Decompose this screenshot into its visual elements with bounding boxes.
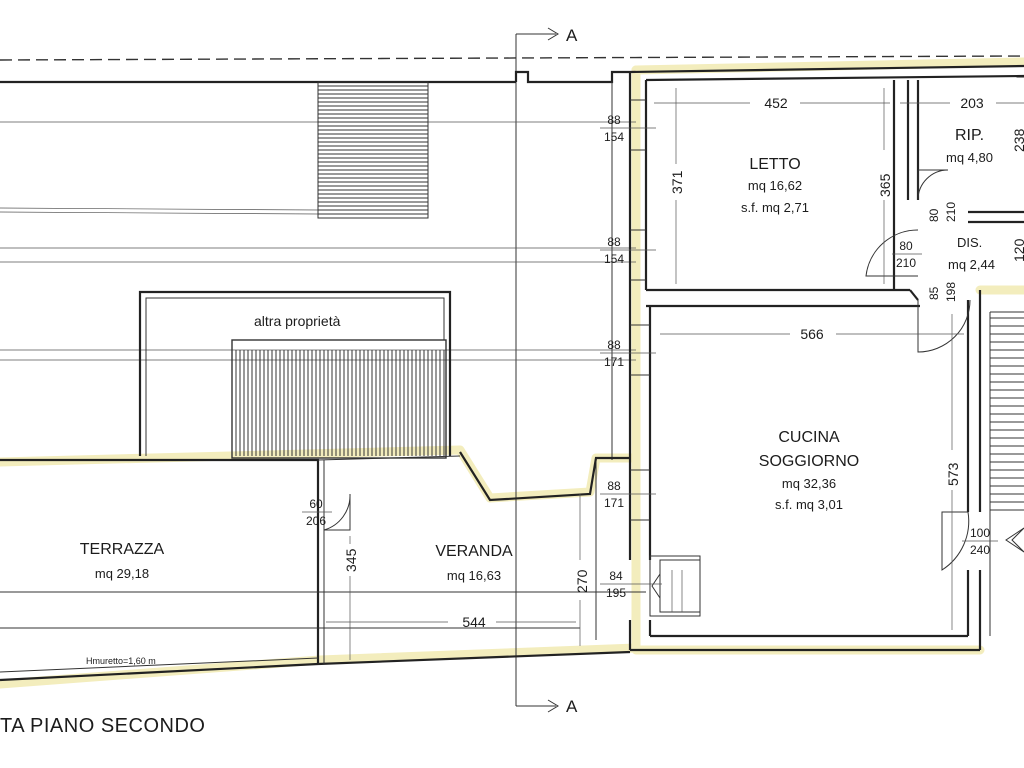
opening-w3-width: 88 [607, 338, 621, 352]
other-property-block [138, 290, 452, 459]
opening-labels: 88 154 88 154 88 171 88 171 84 195 60 20… [302, 113, 998, 600]
dim-544: 544 [462, 614, 486, 630]
drawing-title: TA PIANO SECONDO [0, 715, 205, 737]
room-sf-cucina: s.f. mq 3,01 [775, 497, 843, 512]
dim-365: 365 [877, 173, 893, 197]
stair-hatch-top [317, 81, 429, 219]
dimension-lines [326, 88, 1024, 660]
apartment-walls [628, 64, 1024, 652]
opening-door-letto-width: 80 [899, 239, 913, 253]
room-area-dis: mq 2,44 [948, 257, 995, 272]
opening-w5-width: 84 [609, 569, 623, 583]
room-name-rip: RIP. [955, 127, 984, 144]
room-area-terrazza: mq 29,18 [95, 566, 149, 581]
opening-entry-height: 240 [970, 543, 990, 557]
window-box [649, 555, 701, 617]
dim-270: 270 [574, 569, 590, 593]
opening-w6-height: 206 [306, 514, 326, 528]
opening-w1-height: 154 [604, 130, 624, 144]
dim-120: 120 [1011, 238, 1024, 262]
room-name-terrazza: TERRAZZA [80, 541, 165, 558]
opening-door-cucina-height: 198 [944, 282, 958, 302]
section-line-a [515, 27, 559, 713]
room-area-cucina: mq 32,36 [782, 476, 836, 491]
parapet-note: Hmuretto=1,60 m [86, 656, 156, 666]
dim-371: 371 [669, 170, 685, 194]
room-name-veranda: VERANDA [435, 543, 513, 560]
room-name-cucina: CUCINA [778, 429, 840, 446]
dim-203: 203 [960, 95, 984, 111]
opening-door-letto-height: 210 [896, 256, 916, 270]
room-area-rip: mq 4,80 [946, 150, 993, 165]
opening-door-rip-height: 210 [944, 202, 958, 222]
property-highlight [0, 57, 1024, 689]
room-name-dis: DIS. [957, 235, 982, 250]
opening-door-cucina-width: 85 [927, 286, 941, 300]
dim-573: 573 [945, 462, 961, 486]
opening-w2-height: 154 [604, 252, 624, 266]
opening-w3-height: 171 [604, 355, 624, 369]
room-area-veranda: mq 16,63 [447, 568, 501, 583]
opening-w5-height: 195 [606, 586, 626, 600]
opening-w4-height: 171 [604, 496, 624, 510]
dim-566: 566 [800, 326, 824, 342]
section-marker-top: A [566, 26, 578, 45]
terrace-walls [0, 451, 646, 682]
opening-w6-width: 60 [309, 497, 323, 511]
dim-452: 452 [764, 95, 788, 111]
door-swings [323, 169, 1024, 571]
dim-238: 238 [1011, 128, 1024, 152]
opening-w1-width: 88 [607, 113, 621, 127]
opening-w4-width: 88 [607, 479, 621, 493]
stairwell-right [989, 311, 1024, 636]
room-sf-letto: s.f. mq 2,71 [741, 200, 809, 215]
other-property-label: altra proprietà [254, 313, 341, 329]
room-name-soggiorno: SOGGIORNO [759, 453, 859, 470]
opening-w2-width: 88 [607, 235, 621, 249]
opening-entry-width: 100 [970, 526, 990, 540]
room-name-letto: LETTO [749, 156, 800, 173]
opening-door-rip-width: 80 [927, 208, 941, 222]
room-area-letto: mq 16,62 [748, 178, 802, 193]
boundary-dashed-line [0, 55, 1024, 61]
dim-345: 345 [343, 548, 359, 572]
section-marker-bottom: A [566, 697, 578, 716]
